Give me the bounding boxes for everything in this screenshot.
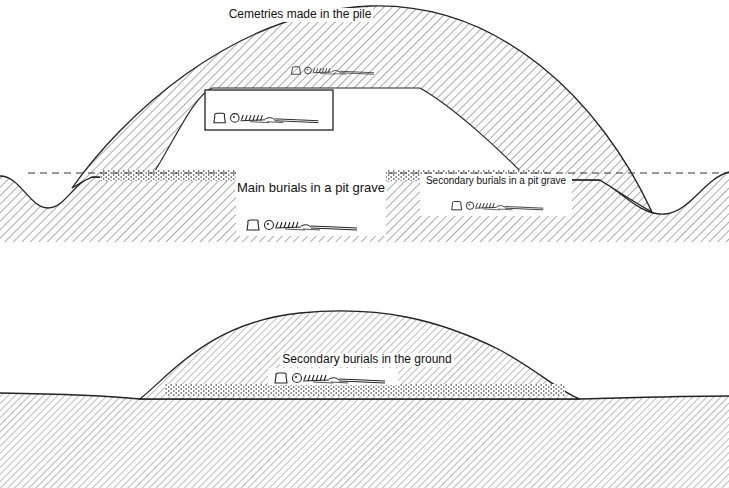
caption-label: Secondary burials in the ground [280, 353, 453, 367]
skeleton [275, 373, 385, 383]
caption-label: Main burials in a pit grave [235, 181, 387, 196]
gravel-layer [165, 384, 565, 396]
skeleton [292, 67, 375, 75]
skeleton [214, 113, 319, 123]
caption-label: Cemetries made in the pile [227, 8, 374, 22]
ground-hatch [0, 393, 729, 488]
mound-fill [72, 6, 652, 212]
pile-grave [205, 90, 333, 130]
skeleton [452, 202, 544, 210]
caption-label: Secondary burials in a pit grave [424, 175, 568, 187]
secondary-pit [420, 174, 572, 216]
skeleton [247, 220, 357, 230]
mound-fill [140, 311, 580, 399]
